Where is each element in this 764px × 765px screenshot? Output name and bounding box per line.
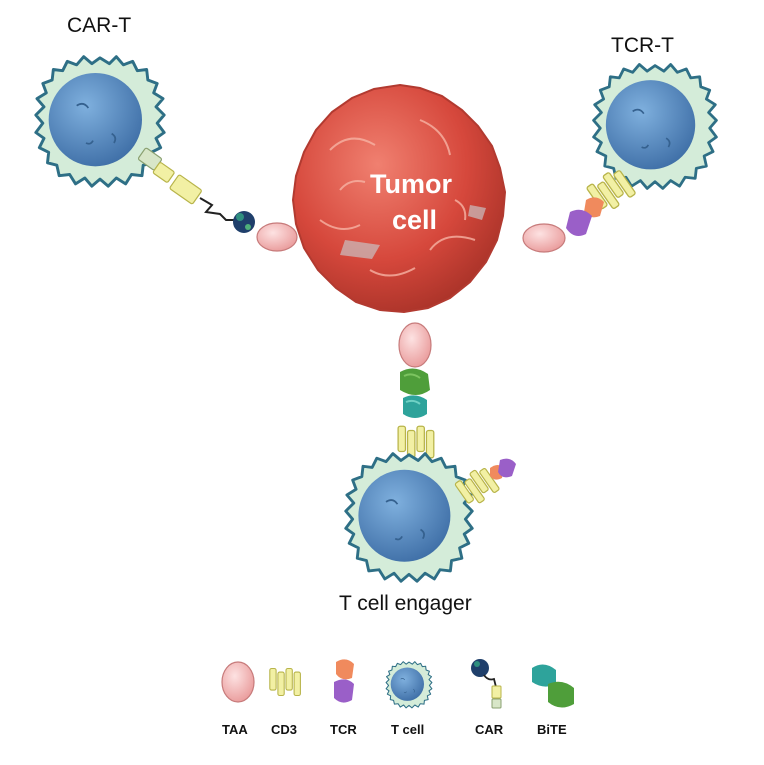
legend-tcr-label: TCR xyxy=(330,722,357,737)
legend-tcell-label: T cell xyxy=(391,722,424,737)
legend-cd3-icon xyxy=(269,667,301,697)
legend-taa-icon xyxy=(221,661,255,703)
car-t-label: CAR-T xyxy=(67,14,131,37)
tumor-label-line1: Tumor xyxy=(370,169,452,199)
tcr-t-label: TCR-T xyxy=(611,34,674,57)
legend-car-icon xyxy=(471,659,502,709)
bite-molecule xyxy=(400,368,430,418)
cd3-complex-bottom xyxy=(397,425,435,459)
legend-tcr-icon xyxy=(334,659,354,703)
tumor-label-line2: cell xyxy=(392,205,437,235)
taa-antigen-bottom xyxy=(398,322,432,368)
taa-antigen-right xyxy=(522,223,566,253)
tce-label: T cell engager xyxy=(339,592,472,615)
legend-tcell-icon xyxy=(385,661,433,709)
car-t-cell xyxy=(34,55,166,188)
tcr-complex-right xyxy=(566,165,637,236)
legend-bite-icon xyxy=(532,664,574,708)
tumor-cell xyxy=(291,83,507,314)
t-cell-engaged xyxy=(344,452,474,583)
legend-bite-label: BiTE xyxy=(537,722,567,737)
taa-antigen-left xyxy=(256,222,298,252)
legend-cd3-label: CD3 xyxy=(271,722,297,737)
legend-taa-label: TAA xyxy=(222,722,248,737)
legend-car-label: CAR xyxy=(475,722,504,737)
car-receptor xyxy=(137,147,255,233)
tcr-complex-bottom xyxy=(454,458,516,510)
tcr-t-cell xyxy=(592,63,718,190)
